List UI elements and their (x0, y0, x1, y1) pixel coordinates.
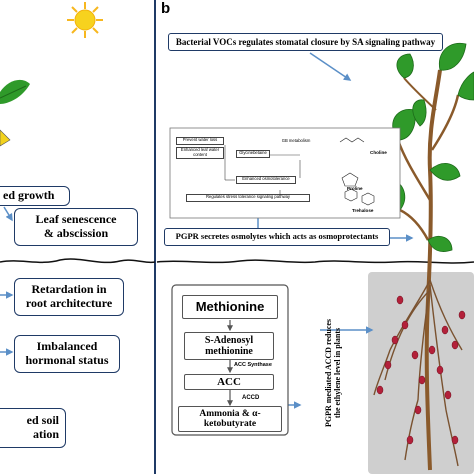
warning-shape (0, 129, 11, 147)
panel-b-label: b (161, 0, 171, 17)
sam-box: S-Adenosyl methionine (184, 332, 274, 360)
stress-tolerance-box: Regulates stress tolerance signaling pat… (186, 194, 310, 202)
pathway-frame (171, 284, 289, 436)
proline-label: Proline (347, 186, 363, 191)
bacterial-vocs-box: Bacterial VOCs regulates stomatal closur… (168, 33, 443, 51)
trehalose-label: Trehalose (352, 208, 374, 213)
molecule-structures (339, 137, 375, 206)
methionine-box: Methionine (182, 295, 278, 319)
accd-vertical-label: PGPR mediated ACCD reduces the ethylene … (323, 318, 342, 428)
acc-synthase-label: ACC Synthase (234, 362, 272, 368)
hormonal-status-box: Imbalanced hormonal status (14, 335, 120, 373)
leaf-senescence-box: Leaf senescence & abscission (14, 208, 138, 246)
root-system (373, 279, 463, 467)
acc-box: ACC (184, 374, 274, 390)
ground-line-left (0, 258, 156, 264)
prevent-water-loss-box: Prevent water loss (176, 137, 224, 145)
soil-column (368, 272, 474, 474)
root-architecture-box: Retardation in root architecture (14, 278, 124, 316)
sun-icon (67, 2, 103, 38)
leaf-water-box: Enhanced leaf water content (176, 147, 224, 159)
choline-label: Choline (370, 150, 387, 155)
soil-box: ed soil ation (0, 408, 66, 448)
leaf-icon (0, 79, 30, 104)
ammonia-box: Ammonia & α- ketobutyrate (178, 406, 282, 432)
glycinebetaine-box: Glycinebetaine (236, 150, 270, 158)
osmotolerance-box: Enhanced osmotolerance (236, 176, 296, 184)
ground-line-right (156, 259, 474, 264)
osmolytes-box: PGPR secretes osmolytes which acts as os… (164, 228, 390, 246)
accd-label: ACCD (242, 395, 260, 401)
growth-label: ed growth (0, 186, 70, 206)
root-nodules (376, 295, 466, 445)
gb-metabolism-label: GB metabolism (276, 138, 316, 147)
